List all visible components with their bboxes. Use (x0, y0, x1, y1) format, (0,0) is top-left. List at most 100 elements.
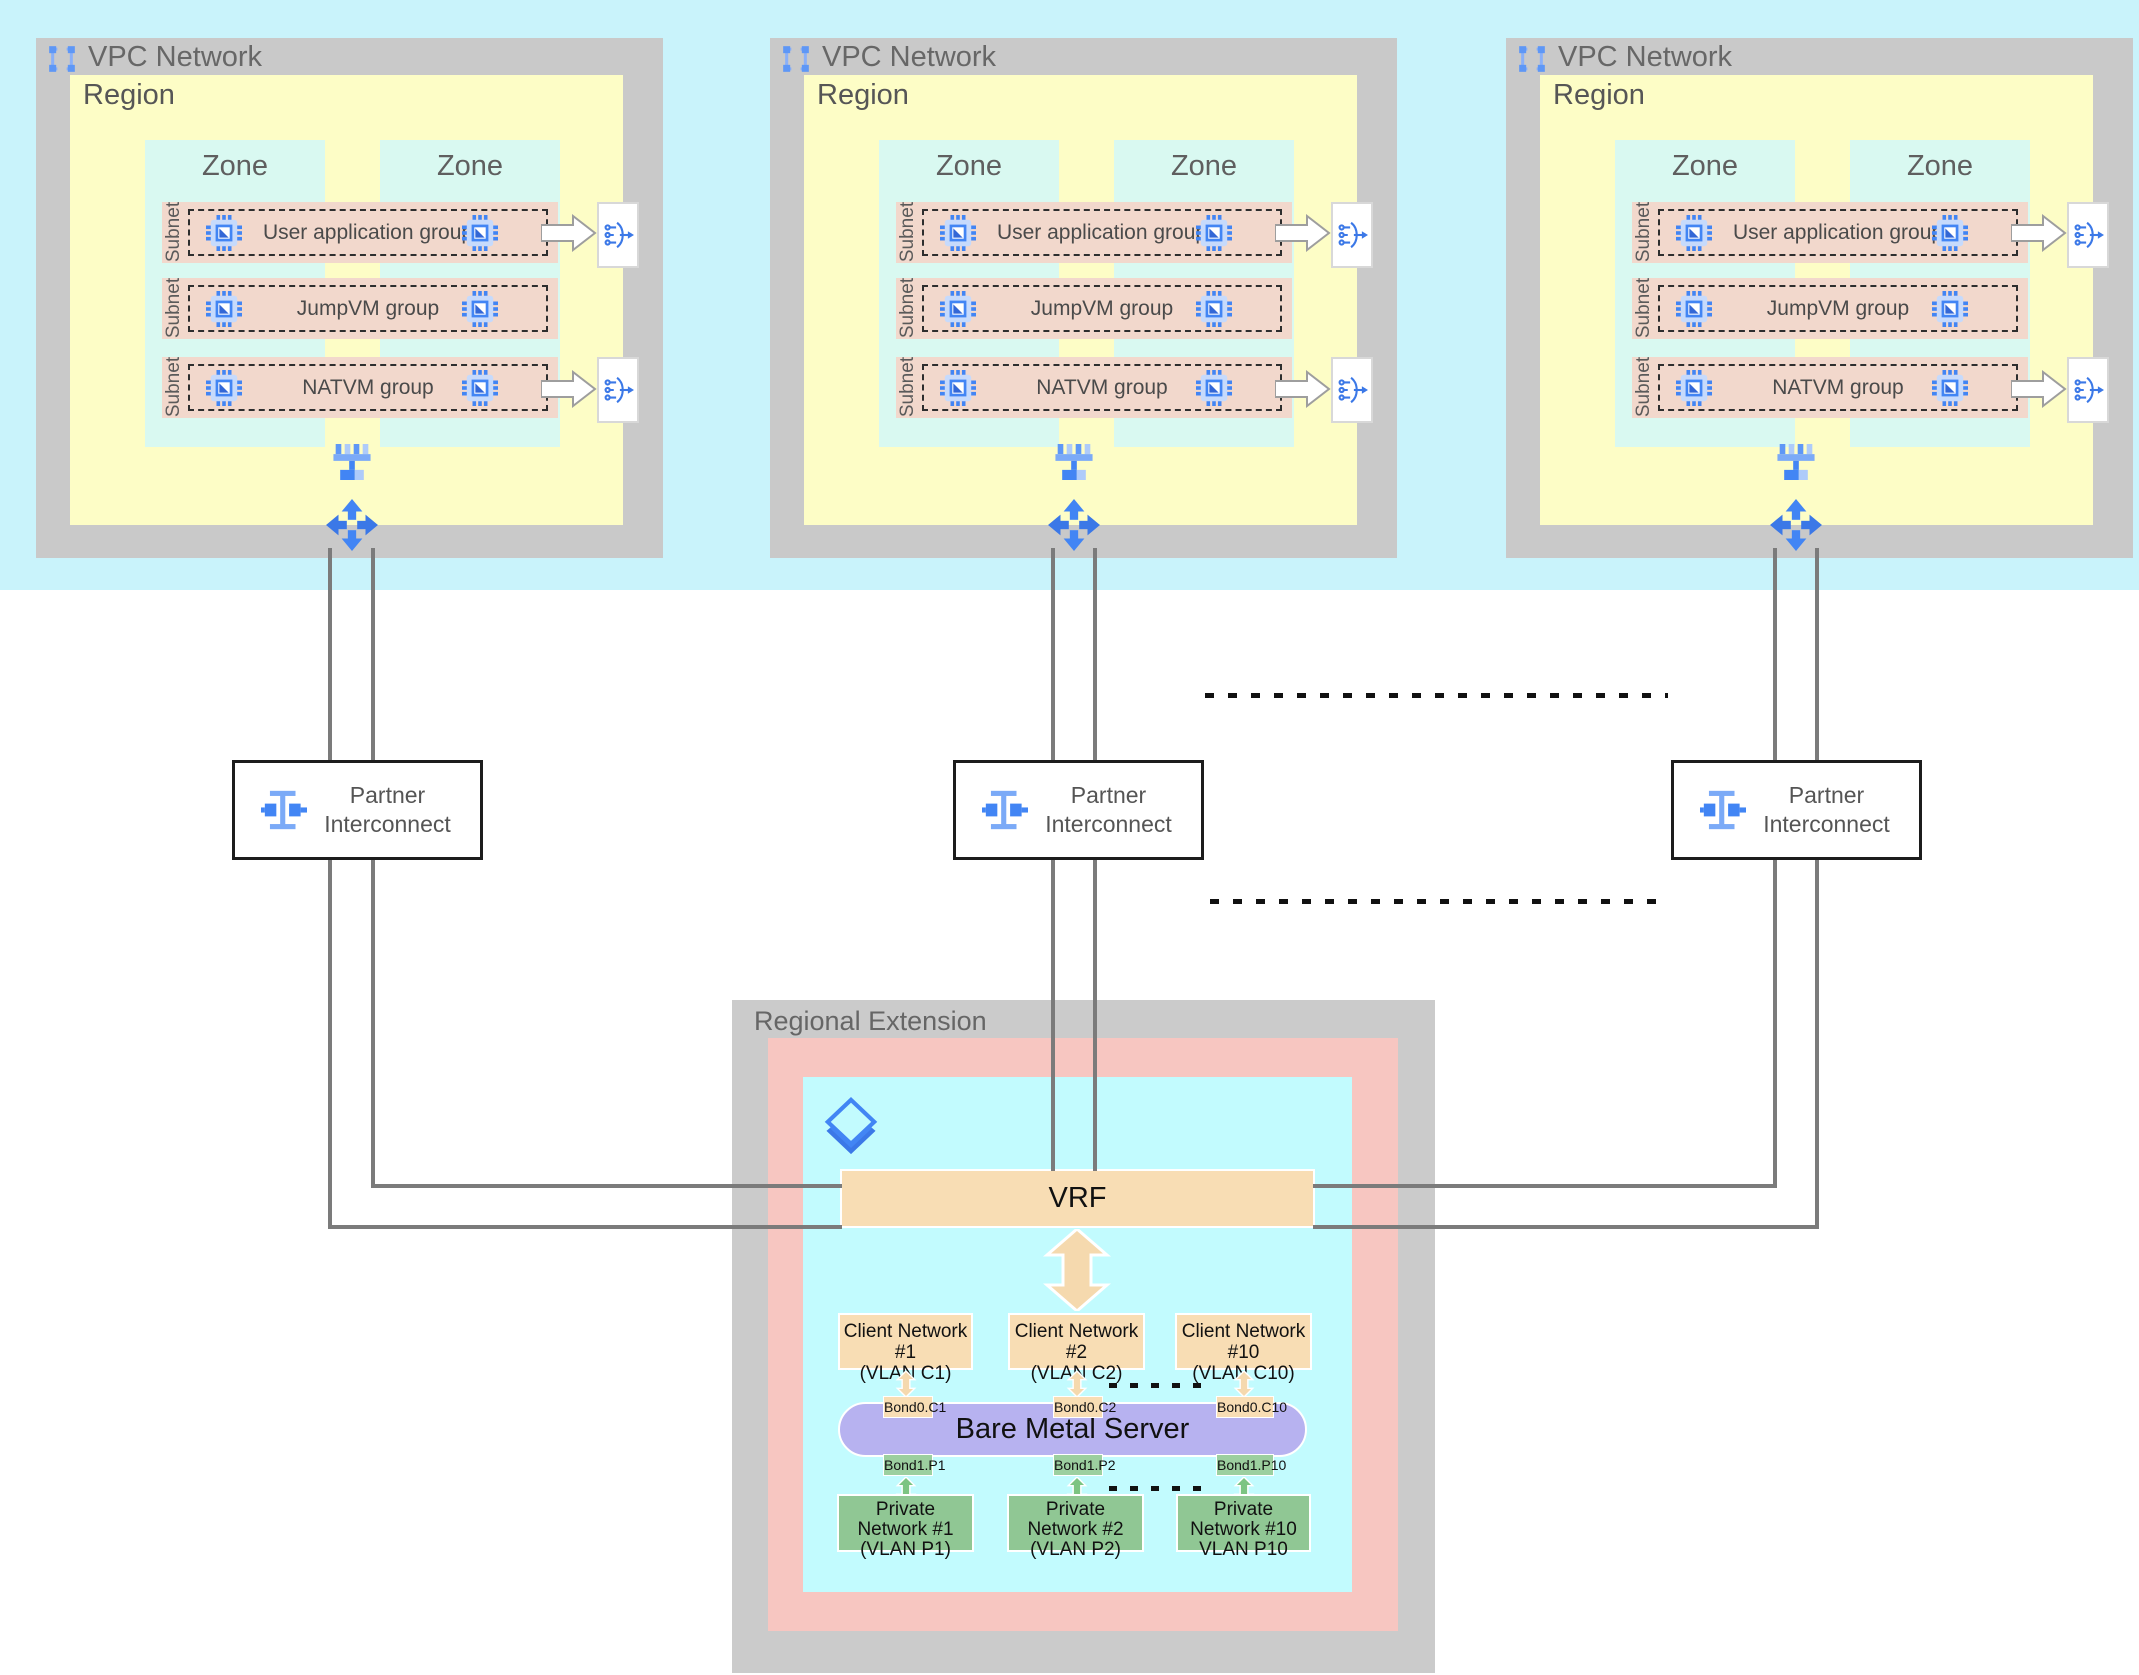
vm-icon (206, 291, 242, 327)
region-label: Region (83, 79, 175, 111)
load-balancer-box (1331, 202, 1373, 268)
partner-interconnect-label: Partner Interconnect (1763, 782, 1890, 837)
vrf-bidirectional-arrow (1037, 1229, 1117, 1311)
bond-label: Bond1.P1 (883, 1454, 946, 1476)
connector-line (1313, 1184, 1777, 1188)
subnet-row: Subnet JumpVM group (896, 278, 1292, 339)
instance-group-dashed-box: JumpVM group (922, 285, 1282, 332)
bond-double-arrow (1066, 1371, 1088, 1397)
vm-icon (1196, 215, 1232, 251)
private-network-box: Private Network #1 (VLAN P1) (837, 1494, 974, 1560)
subnet-label: Subnet (897, 277, 918, 339)
subnet-row: Subnet NATVM group (1632, 357, 2028, 418)
group-label: User application group (262, 220, 474, 244)
private-network-box: Private Network #2 (VLAN P2) (1007, 1494, 1144, 1560)
subnet-row: Subnet User application group (162, 202, 558, 263)
load-balancer-icon (602, 374, 634, 406)
client-network-box: Client Network #1 (VLAN C1) (838, 1313, 973, 1384)
zone-label: Zone (1170, 150, 1238, 182)
zone-label: Zone (201, 150, 269, 182)
vm-icon (1676, 370, 1712, 406)
group-label: JumpVM group (1766, 296, 1910, 320)
load-balancer-box (2067, 202, 2109, 268)
connector-line (1815, 548, 1819, 1229)
vpc-network-box-2: VPC Network Region Zone Zone Subnet User… (770, 38, 1397, 558)
stacked-layers-icon (820, 1096, 882, 1158)
connector-line (1313, 1225, 1819, 1229)
subnet-label: Subnet (1633, 356, 1654, 418)
vpc-icon (782, 45, 810, 73)
vm-icon (206, 215, 242, 251)
group-label: NATVM group (302, 375, 434, 399)
load-balancer-box (2067, 357, 2109, 423)
vm-icon (462, 291, 498, 327)
instance-group-dashed-box: User application group (1658, 209, 2018, 256)
regional-extension-inner-pink: VRF Client Network #1 (VLAN C1) Client N… (768, 1038, 1398, 1631)
group-label: JumpVM group (296, 296, 440, 320)
subnet-row: Subnet User application group (896, 202, 1292, 263)
right-block-arrow (1275, 370, 1331, 408)
bond-label: Bond0.C1 (883, 1396, 946, 1418)
zone-label: Zone (1671, 150, 1739, 182)
instance-group-dashed-box: User application group (188, 209, 548, 256)
subnet-label: Subnet (897, 356, 918, 418)
private-network-vlan: (VLAN P1) (860, 1539, 951, 1560)
instance-group-dashed-box: NATVM group (1658, 364, 2018, 411)
private-network-name: Private Network #2 (1027, 1499, 1124, 1540)
client-network-name: Client Network #10 (1181, 1321, 1306, 1363)
right-block-arrow (2011, 214, 2067, 252)
zone-label: Zone (436, 150, 504, 182)
load-balancer-icon (2072, 219, 2104, 251)
subnet-label: Subnet (897, 201, 918, 263)
vpc-title: VPC Network (88, 41, 263, 73)
partner-interconnect-label: Partner Interconnect (324, 782, 451, 837)
partner-interconnect-box: Partner Interconnect (1671, 760, 1922, 860)
bare-metal-server-label: Bare Metal Server (955, 1413, 1190, 1445)
subnet-label: Subnet (1633, 201, 1654, 263)
load-balancer-icon (1336, 374, 1368, 406)
four-way-arrows-icon (1047, 498, 1101, 552)
group-label: NATVM group (1772, 375, 1904, 399)
group-label: NATVM group (1036, 375, 1168, 399)
region-box: Region Zone Zone Subnet User application… (1540, 75, 2093, 525)
vm-icon (940, 291, 976, 327)
right-block-arrow (541, 214, 597, 252)
instance-group-dashed-box: User application group (922, 209, 1282, 256)
regional-extension-inner-cyan: VRF Client Network #1 (VLAN C1) Client N… (803, 1077, 1352, 1592)
regional-extension-title: Regional Extension (754, 1006, 987, 1036)
load-balancer-icon (2072, 374, 2104, 406)
right-block-arrow (2011, 370, 2067, 408)
subnet-row: Subnet User application group (1632, 202, 2028, 263)
network-switch-icon (1055, 444, 1093, 480)
instance-group-dashed-box: NATVM group (188, 364, 548, 411)
bond-label: Bond0.C10 (1216, 1396, 1287, 1418)
instance-group-dashed-box: JumpVM group (1658, 285, 2018, 332)
vm-icon (940, 370, 976, 406)
group-label: User application group (996, 220, 1208, 244)
vm-icon (1196, 291, 1232, 327)
subnet-label: Subnet (1633, 277, 1654, 339)
network-switch-icon (1777, 444, 1815, 480)
connector-line (371, 1184, 842, 1188)
load-balancer-box (597, 202, 639, 268)
right-block-arrow (1275, 214, 1331, 252)
private-network-name: Private Network #10 (1190, 1499, 1297, 1540)
vpc-title: VPC Network (822, 41, 997, 73)
subnet-row: Subnet NATVM group (896, 357, 1292, 418)
vrf-label: VRF (1048, 1182, 1107, 1214)
subnet-label: Subnet (163, 201, 184, 263)
ellipsis-dotted-line (1205, 693, 1668, 698)
load-balancer-box (597, 357, 639, 423)
vm-icon (1932, 370, 1968, 406)
client-network-box: Client Network #10 (VLAN C10) (1175, 1313, 1312, 1384)
vm-icon (206, 370, 242, 406)
load-balancer-box (1331, 357, 1373, 423)
private-network-vlan: (VLAN P2) (1030, 1539, 1121, 1560)
right-block-arrow (541, 370, 597, 408)
partner-interconnect-box: Partner Interconnect (953, 760, 1204, 860)
vm-icon (1932, 291, 1968, 327)
vpc-network-box-1: VPC Network Region Zone Zone Subnet User… (36, 38, 663, 558)
vpc-icon (48, 45, 76, 73)
connector-line (328, 548, 332, 1229)
